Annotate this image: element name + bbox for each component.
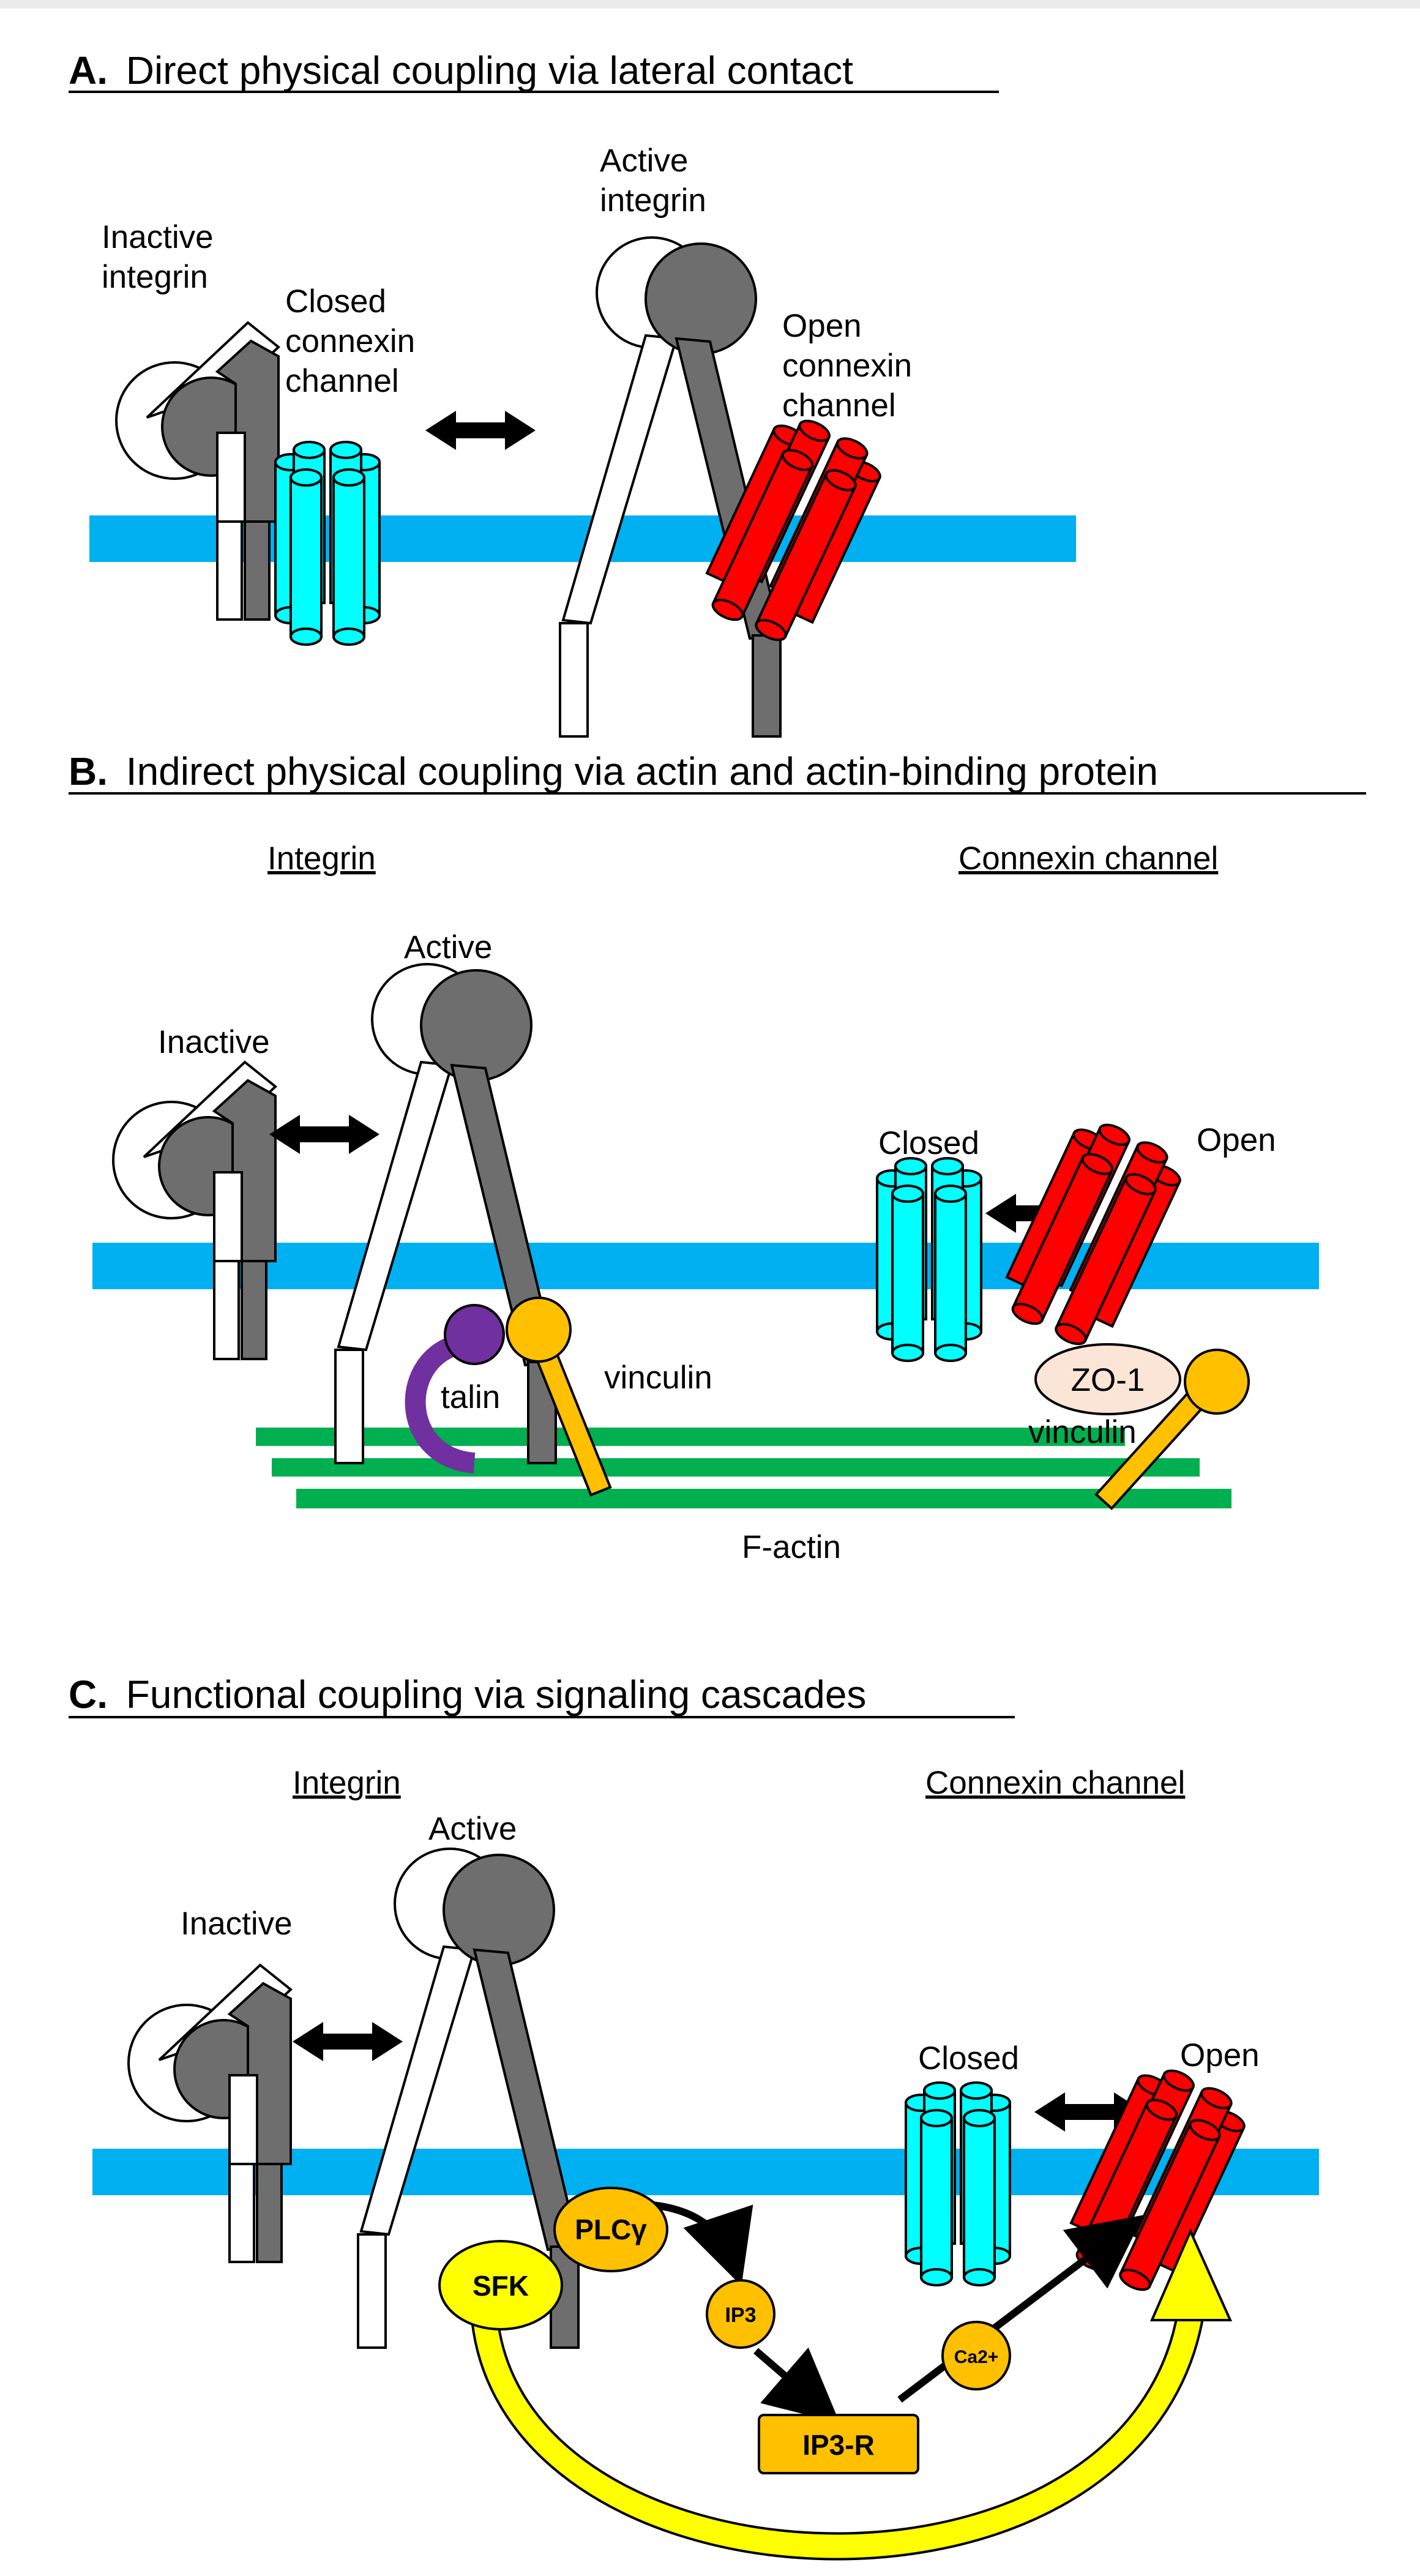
panel-c-title: C. Functional coupling via signaling cas… xyxy=(69,1672,866,1717)
top-border xyxy=(0,0,1420,9)
active-label-b: Active xyxy=(404,929,492,965)
open-label-b: Open xyxy=(1197,1122,1276,1158)
talin-label: talin xyxy=(441,1379,500,1415)
vinculin-label-2: vinculin xyxy=(1028,1414,1137,1450)
zo1-label: ZO-1 xyxy=(1071,1362,1145,1398)
zo1 xyxy=(1034,1343,1181,1415)
sfk-arrow-head xyxy=(1149,2228,1233,2321)
closed-channel-label-a: Closed connexin channel xyxy=(285,283,424,399)
ip3-label: IP3 xyxy=(725,2304,756,2327)
inactive-integrin-c xyxy=(127,1964,292,2263)
open-label-c: Open xyxy=(1180,2037,1260,2073)
panel-b: B. Indirect physical coupling via actin … xyxy=(69,749,1366,1565)
sfk-label: SFK xyxy=(473,2270,529,2302)
ip3-receptor xyxy=(758,2414,919,2474)
integrin-header-c: Integrin xyxy=(293,1765,401,1801)
sfk-arrow xyxy=(472,2295,1202,2558)
double-arrow-a xyxy=(425,411,536,450)
talin xyxy=(405,1333,476,1473)
inactive-integrin-label-a: Inactive integrin xyxy=(102,219,222,295)
ip3 xyxy=(706,2279,775,2349)
panel-a-title: A. Direct physical coupling via lateral … xyxy=(69,48,853,92)
panel-c: C. Functional coupling via signaling cas… xyxy=(69,1672,1319,2561)
active-label-c: Active xyxy=(428,1811,517,1847)
plc-gamma-label: PLCγ xyxy=(575,2214,647,2245)
inactive-label-b: Inactive xyxy=(158,1024,270,1060)
factin-filament-2 xyxy=(272,1458,1200,1477)
calcium-label: Ca2+ xyxy=(954,2347,999,2367)
closed-label-b: Closed xyxy=(878,1125,979,1161)
ip3-to-ip3r-arrow xyxy=(753,2347,840,2424)
factin-filament-1 xyxy=(256,1428,1125,1446)
vinculin-label-1: vinculin xyxy=(604,1360,712,1396)
open-channel-label-a: Open connexin channel xyxy=(782,308,921,424)
calcium xyxy=(941,2321,1011,2391)
open-channel-b xyxy=(992,1110,1191,1357)
vinculin-2-head xyxy=(1184,1349,1250,1415)
factin-label: F-actin xyxy=(742,1529,841,1565)
panel-a: A. Direct physical coupling via lateral … xyxy=(69,48,1076,738)
connexin-header-c: Connexin channel xyxy=(925,1765,1185,1801)
ip3-receptor-label: IP3-R xyxy=(802,2429,875,2461)
inactive-integrin-a xyxy=(115,321,280,621)
vinculin-2 xyxy=(1097,1385,1210,1507)
ip3r-to-channel-arrow xyxy=(897,2215,1144,2403)
panel-b-title: B. Indirect physical coupling via actin … xyxy=(69,749,1158,793)
inactive-label-c: Inactive xyxy=(181,1906,293,1942)
connexin-header-b: Connexin channel xyxy=(958,841,1218,877)
talin-head xyxy=(444,1304,505,1365)
vinculin-1 xyxy=(529,1331,609,1494)
vinculin-1-head xyxy=(506,1297,572,1363)
sfk xyxy=(438,2240,563,2331)
active-integrin-label-a: Active integrin xyxy=(600,143,706,219)
factin-filament-3 xyxy=(296,1489,1231,1508)
double-arrow-b xyxy=(269,1115,379,1154)
plc-gamma xyxy=(553,2187,668,2272)
integrin-header-b: Integrin xyxy=(267,841,376,877)
double-arrow-c xyxy=(293,2022,403,2061)
closed-label-c: Closed xyxy=(918,2040,1019,2076)
inactive-integrin-b xyxy=(112,1061,277,1360)
